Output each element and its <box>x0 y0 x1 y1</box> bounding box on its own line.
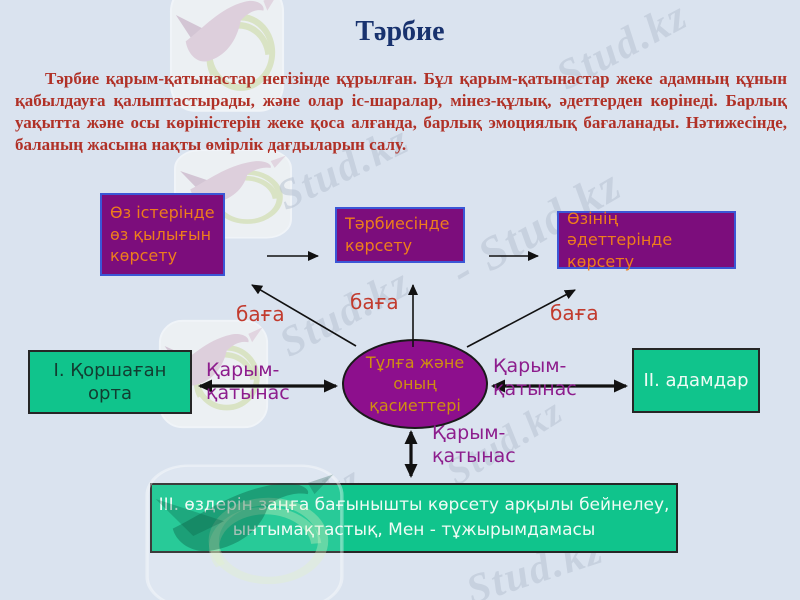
box-upbringing: Тәрбиесінде көрсету <box>335 207 465 263</box>
label-qarym-right: Қарым- қатынас <box>493 355 577 400</box>
label-qarym-left: Қарым- қатынас <box>206 359 290 404</box>
intro-paragraph: Тәрбие қарым-қатынастар негізінде құрылғ… <box>15 69 787 154</box>
page-title: Тәрбие <box>355 16 445 47</box>
box-self-expression: III. өздерін заңға бағынышты көрсету арқ… <box>150 483 678 553</box>
box-people: II. адамдар <box>632 348 760 413</box>
box-own-deeds: Өз істерінде өз қылығын көрсету <box>100 193 225 276</box>
box-people-label: II. адамдар <box>643 369 749 391</box>
label-baga-right: баға <box>550 301 599 325</box>
label-baga-middle: баға <box>350 290 399 314</box>
box-environment-label: I. Қоршаған орта <box>53 359 167 404</box>
ellipse-personality: Тұлға және оның қасиеттері <box>342 339 488 429</box>
ellipse-personality-label: Тұлға және оның қасиеттері <box>365 352 465 415</box>
box-environment: I. Қоршаған орта <box>28 350 192 414</box>
label-baga-left: баға <box>236 302 285 326</box>
box-own-habits: Өзінің әдеттерінде көрсету <box>557 209 736 271</box>
box-upbringing-label: Тәрбиесінде көрсету <box>345 214 450 255</box>
arrow-ellipse-to-box3 <box>466 289 576 348</box>
label-qarym-bottom: Қарым- қатынас <box>432 422 516 467</box>
box-own-habits-label: Өзінің әдеттерінде көрсету <box>567 208 673 271</box>
stud-kz-logo-icon <box>168 0 286 114</box>
box-self-expression-label: III. өздерін заңға бағынышты көрсету арқ… <box>159 494 670 541</box>
arrow-ellipse-to-box1 <box>251 284 357 347</box>
box-own-deeds-label: Өз істерінде өз қылығын көрсету <box>110 203 215 266</box>
stud-kz-logo-icon <box>142 462 347 600</box>
